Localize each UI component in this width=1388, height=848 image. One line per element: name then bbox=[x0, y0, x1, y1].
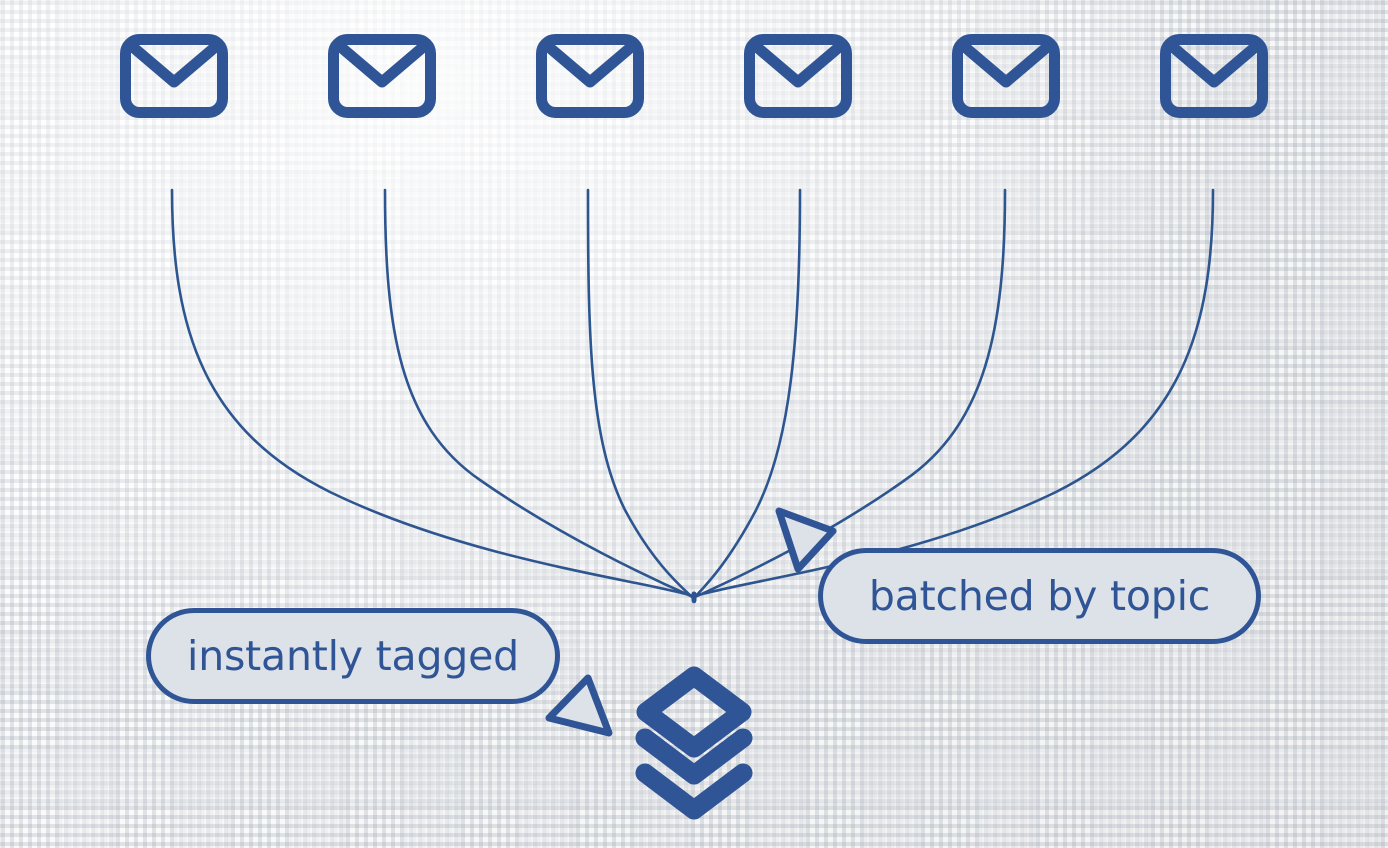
layers-stack-icon[interactable] bbox=[635, 666, 753, 820]
flow-line-3 bbox=[586, 188, 695, 600]
instantly-tagged-bubble[interactable]: instantly tagged bbox=[146, 608, 560, 704]
envelope-icon[interactable] bbox=[958, 40, 1055, 113]
cursor-pointer-left[interactable] bbox=[545, 674, 613, 737]
flow-line-4 bbox=[692, 188, 802, 600]
flow-line-5 bbox=[693, 188, 1007, 599]
instantly-tagged-label: instantly tagged bbox=[187, 632, 519, 680]
stack-bottom-chevron bbox=[635, 763, 753, 820]
stack-middle-chevron bbox=[635, 728, 753, 785]
flow-line-6 bbox=[693, 188, 1215, 598]
flow-lines-group bbox=[170, 188, 1215, 604]
batched-by-topic-bubble[interactable]: batched by topic bbox=[818, 548, 1261, 644]
envelope-icon[interactable] bbox=[1166, 40, 1263, 113]
envelope-row bbox=[126, 40, 1263, 113]
flow-line-2 bbox=[383, 188, 695, 599]
envelope-icon[interactable] bbox=[542, 40, 639, 113]
envelope-icon[interactable] bbox=[126, 40, 223, 113]
flow-line-1 bbox=[170, 188, 695, 598]
batched-by-topic-label: batched by topic bbox=[868, 572, 1211, 620]
envelope-icon[interactable] bbox=[750, 40, 847, 113]
stack-top-diamond bbox=[636, 666, 752, 758]
envelope-icon[interactable] bbox=[334, 40, 431, 113]
cursor-pointer-right[interactable] bbox=[775, 507, 837, 573]
